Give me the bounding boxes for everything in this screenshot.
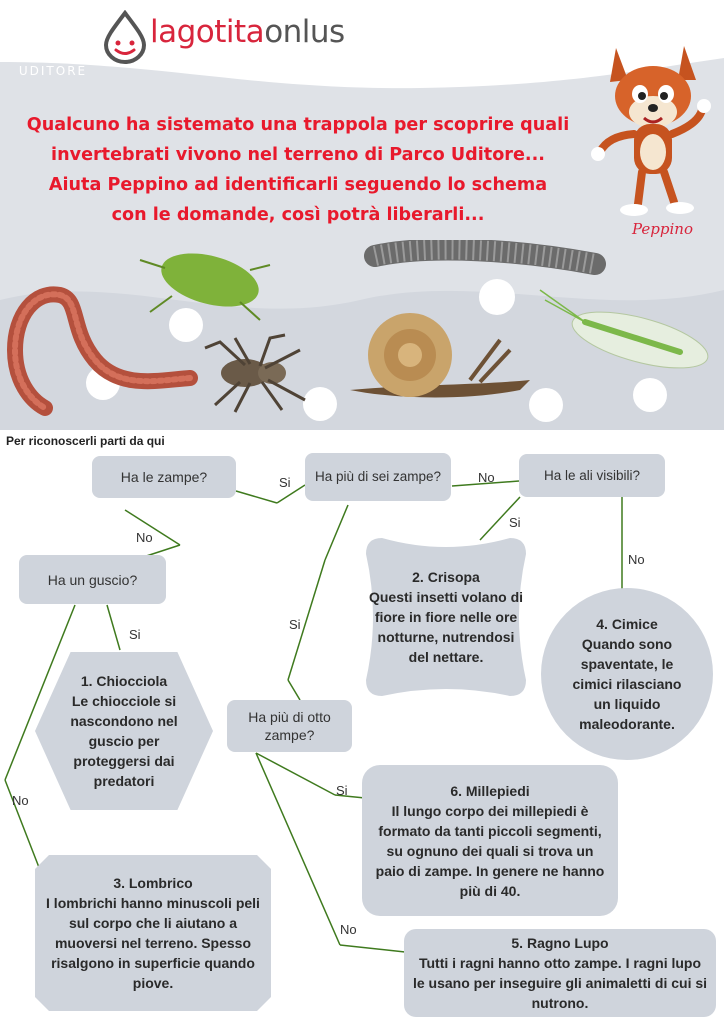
question-ali-visibili: Ha le ali visibili? [519, 454, 665, 497]
white-dot-2 [169, 308, 203, 342]
invertebrates-illustration [6, 240, 709, 416]
edge-label-no-5: No [340, 922, 357, 937]
answer-chiocciola: 1. Chiocciola Le chiocciole si nascondono… [35, 652, 213, 810]
brand-logo: lagotitaonlus [150, 14, 345, 50]
coral-tree-icon [37, 9, 70, 50]
intro-text: Qualcuno ha sistemato una trappola per s… [8, 110, 588, 230]
header-background [0, 0, 724, 430]
spider-icon [204, 333, 306, 413]
brand-main: lagotita [150, 14, 265, 50]
parco-line2: UDITORE [18, 64, 88, 78]
ragno-text: Tutti i ragni hanno otto zampe. I ragni … [412, 955, 708, 1011]
brand-suffix: onlus [264, 14, 345, 50]
intro-line-3: Aiuta Peppino ad identificarli seguendo … [48, 175, 548, 195]
snail-icon [350, 313, 530, 398]
edge-label-si-4: Si [129, 627, 141, 642]
edge-label-si-5: Si [336, 783, 348, 798]
question-guscio: Ha un guscio? [19, 555, 166, 604]
question-piu-otto-zampe: Ha più di otto zampe? [227, 700, 352, 752]
start-label: Per riconoscerli parti da qui [6, 434, 165, 448]
edge-label-no-2: No [628, 552, 645, 567]
white-dot-6 [633, 378, 667, 412]
edge-label-si-1: Si [279, 475, 291, 490]
white-dot-5 [529, 388, 563, 422]
edge-label-no-1: No [478, 470, 495, 485]
mascot-name: Peppino [632, 220, 693, 238]
parco-uditore-logo: PARCO UDITORE [18, 6, 88, 78]
ragno-title: 5. Ragno Lupo [511, 935, 609, 951]
answer-lombrico: 3. Lombrico I lombrichi hanno minuscoli p… [35, 855, 271, 1011]
parco-line1: PARCO [35, 54, 71, 64]
peppino-fox-mascot [591, 46, 711, 216]
white-dot-3 [303, 387, 337, 421]
millepiedi-text: Il lungo corpo dei millepiedi è formato … [375, 802, 605, 899]
edge-label-si-3: Si [289, 617, 301, 632]
earthworm-icon [6, 286, 198, 416]
intro-line-4: con le domande, così potrà liberarli... [111, 205, 485, 225]
lacewing-icon [539, 289, 709, 369]
question-piu-sei-zampe: Ha più di sei zampe? [305, 453, 451, 501]
millipede-icon [364, 240, 606, 275]
cimice-text: Quando sono spaventate, le cimici rilasc… [572, 636, 682, 732]
millepiedi-title: 6. Millepiedi [450, 782, 530, 799]
question-ha-zampe: Ha le zampe? [92, 456, 236, 498]
answer-millepiedi: 6. Millepiedi Il lungo corpo dei millepie… [362, 765, 618, 916]
chiocciola-text: Le chiocciole si nascondono nel guscio p… [70, 693, 178, 789]
intro-line-2: invertebrati vivono nel terreno di Parco… [51, 145, 545, 165]
crisopa-text: Questi insetti volano di fiore in fiore … [368, 589, 524, 665]
lombrico-title: 3. Lombrico [113, 875, 193, 891]
crisopa-title: 2. Crisopa [412, 569, 480, 585]
intro-line-1: Qualcuno ha sistemato una trappola per s… [26, 115, 570, 135]
lombrico-text: I lombrichi hanno minuscoli peli sul cor… [46, 895, 260, 991]
white-dot-4 [479, 279, 515, 315]
chiocciola-title: 1. Chiocciola [80, 673, 168, 689]
edge-label-si-2: Si [509, 515, 521, 530]
crisopa-shape [366, 538, 526, 696]
edge-label-no-3: No [136, 530, 153, 545]
cimice-title: 4. Cimice [596, 616, 658, 632]
gotita-drop-icon [103, 10, 147, 64]
stink-bug-icon [139, 253, 271, 321]
edge-label-no-4: No [12, 793, 29, 808]
